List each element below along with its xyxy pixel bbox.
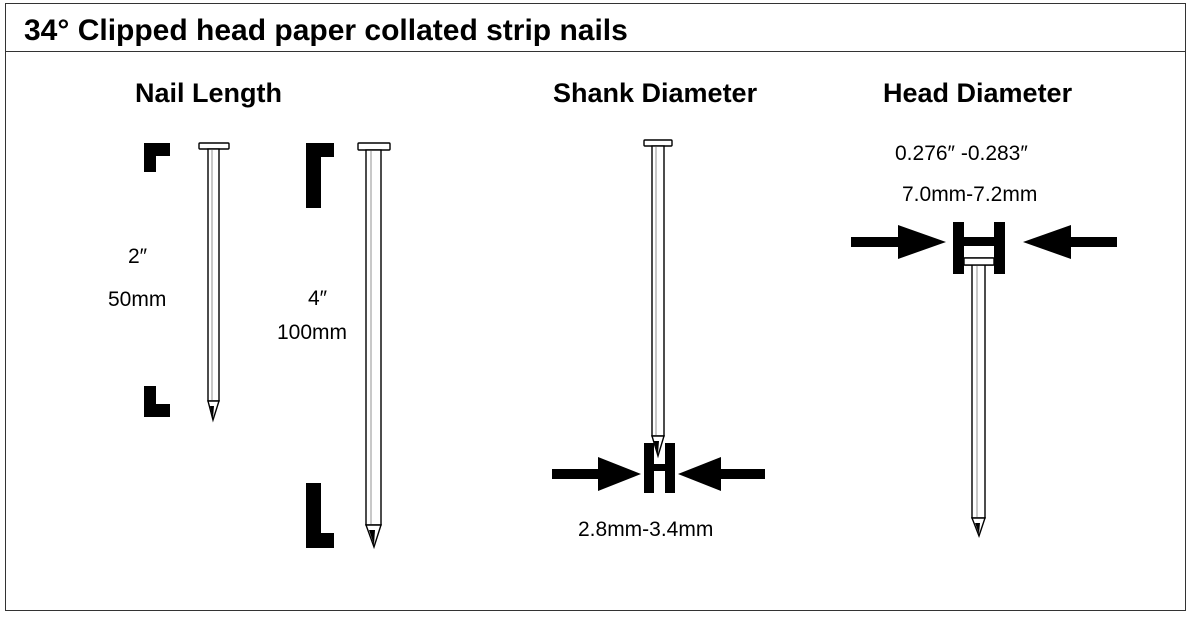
long-nail-top-bracket — [306, 143, 334, 208]
long-nail-mm-label: 100mm — [277, 321, 348, 344]
long-nail-inch-label: 4″ — [308, 287, 328, 310]
head-nail — [963, 257, 995, 539]
shank-diameter-range-label: 2.8mm-3.4mm — [578, 518, 714, 541]
short-nail-mm-label: 50mm — [108, 288, 167, 311]
shank-right-arrow-icon — [678, 457, 765, 491]
short-nail-bottom-bracket — [144, 386, 170, 417]
long-nail — [357, 142, 391, 550]
short-nail-inch-label: 2″ — [128, 245, 148, 268]
nail-length-heading: Nail Length — [135, 78, 282, 108]
page-title: 34° Clipped head paper collated strip na… — [24, 14, 628, 47]
shank-diameter-marker — [644, 443, 675, 493]
head-diameter-inch-label: 0.276″ -0.283″ — [895, 142, 1028, 165]
short-nail — [198, 142, 230, 423]
title-bar: 34° Clipped head paper collated strip na… — [5, 3, 1186, 52]
short-nail-top-bracket — [144, 143, 170, 172]
shank-diameter-heading: Shank Diameter — [553, 78, 758, 108]
head-left-arrow-icon — [851, 225, 946, 259]
shank-left-arrow-icon — [552, 457, 641, 491]
head-diameter-marker — [953, 222, 1005, 274]
head-diameter-mm-label: 7.0mm-7.2mm — [902, 183, 1038, 206]
long-nail-bottom-bracket — [306, 483, 334, 548]
head-right-arrow-icon — [1023, 225, 1117, 259]
shank-nail — [643, 139, 673, 459]
head-diameter-heading: Head Diameter — [883, 78, 1073, 108]
